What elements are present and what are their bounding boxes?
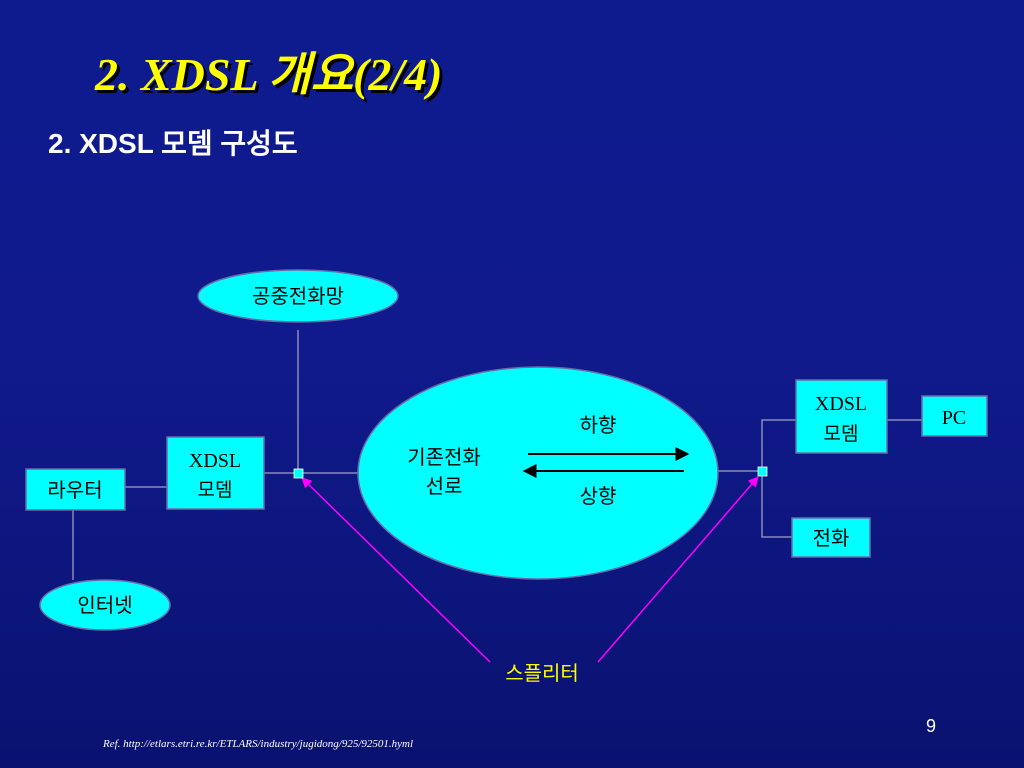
modem-right-label-2: 모뎀 <box>824 423 859 445</box>
reference-link[interactable]: Ref. http://etlars.etri.re.kr/ETLARS/ind… <box>103 738 414 750</box>
modem-right-node <box>795 379 888 454</box>
line-label-2: 선로 <box>426 474 463 498</box>
link-splitter-modem-right <box>761 419 796 471</box>
slide-subtitle: 2. XDSL 모뎀 구성도 <box>48 128 298 159</box>
phone-label: 전화 <box>813 526 850 550</box>
pointer-splitter-right <box>597 476 759 663</box>
pstn-label: 공중전화망 <box>252 284 344 308</box>
router-label: 라우터 <box>47 478 102 502</box>
internet-node <box>39 579 171 631</box>
splitter-left-icon <box>293 468 304 479</box>
modem-left-label-1: XDSL <box>189 450 241 472</box>
slide-title: 2. XDSL 개요(2/4) <box>95 49 443 100</box>
page-number: 9 <box>926 716 937 736</box>
pointer-splitter-left <box>301 477 491 663</box>
pc-node <box>921 395 988 437</box>
pstn-node <box>197 269 399 323</box>
splitter-right-icon <box>757 466 768 477</box>
line-label-1: 기존전화 <box>407 445 481 469</box>
link-splitter-phone <box>761 471 792 538</box>
modem-left-node <box>166 436 265 510</box>
upstream-label: 상향 <box>580 484 617 508</box>
splitter-label: 스플리터 <box>505 661 579 685</box>
pc-label: PC <box>942 407 966 429</box>
phone-node <box>791 517 871 558</box>
internet-label: 인터넷 <box>77 593 132 617</box>
modem-left-label-2: 모뎀 <box>198 479 233 501</box>
existing-line-ellipse <box>357 366 719 580</box>
router-node <box>25 468 126 511</box>
downstream-label: 하향 <box>580 413 617 437</box>
modem-right-label-1: XDSL <box>815 393 867 415</box>
